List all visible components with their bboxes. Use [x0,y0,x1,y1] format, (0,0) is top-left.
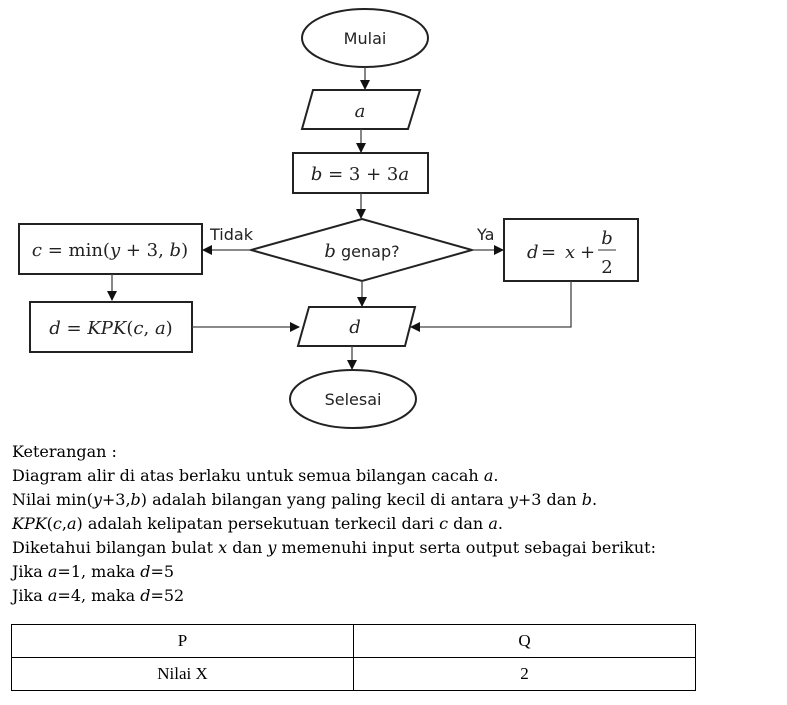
note-line: Jika a=4, maka d=52 [12,586,185,605]
end-label: Selesai [325,390,382,409]
cell-q: 2 [353,657,696,691]
fraction-denominator: 2 [601,257,612,278]
input-a: a [300,89,422,130]
output-d-label: d [349,317,361,338]
table-header-row: P Q [11,624,696,658]
output-d: d [296,306,417,347]
note-line: Diagram alir di atas berlaku untuk semua… [12,466,499,485]
yes-label: Ya [476,225,494,244]
flowchart: Mulai a b = 3 + 3a b genap? Tidak Ya c =… [18,8,639,429]
header-p: P [11,624,354,658]
notes-heading: Keterangan : [12,442,117,461]
process-d-kpk-label: d = KPK(c, a) [49,318,172,339]
note-line: Nilai min(y+3,b) adalah bilangan yang pa… [12,490,598,509]
process-d-yes-lhs: d [527,242,539,263]
process-b-label: b = 3 + 3a [311,164,409,185]
fraction-numerator: b [601,228,613,249]
start-label: Mulai [344,29,387,48]
arrow-yes-to-output [410,281,572,332]
process-d-yes-x: x [565,242,575,263]
input-a-label: a [355,101,366,122]
process-d-yes-plus: + [580,242,595,263]
notes: Keterangan : Diagram alir di atas berlak… [12,440,656,608]
end-terminal: Selesai [289,369,417,429]
decision-label: b genap? [324,241,399,262]
process-d-yes: d = x + b 2 [503,218,639,282]
no-label: Tidak [209,225,254,244]
pq-table: P Q Nilai X 2 [11,624,696,691]
table-row: Nilai X 2 [11,657,696,691]
note-line: KPK(c,a) adalah kelipatan persekutuan te… [12,514,503,533]
process-b: b = 3 + 3a [292,152,429,194]
process-c-label: c = min(y + 3, b) [32,240,188,261]
note-line: Diketahui bilangan bulat x dan y memenuh… [12,538,656,557]
decision-b-even: b genap? [247,217,476,283]
cell-p: Nilai X [11,657,354,691]
process-d-kpk: d = KPK(c, a) [29,301,193,353]
header-q: Q [353,624,696,658]
note-line: Jika a=1, maka d=5 [12,562,175,581]
process-d-yes-eq: = [541,242,556,263]
process-c-min: c = min(y + 3, b) [18,223,203,275]
start-terminal: Mulai [301,8,429,68]
